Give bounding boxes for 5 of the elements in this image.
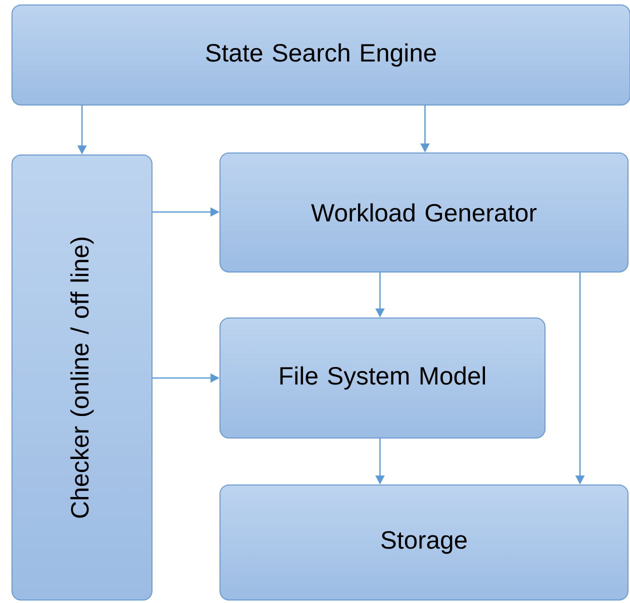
process-box: Workload Generator [220, 152, 628, 272]
process-box: File System Model [220, 318, 546, 438]
title-box: State Search Engine [12, 4, 630, 106]
checker-box: Checker (online / off line) [12, 154, 152, 600]
process-box: Storage [220, 484, 628, 600]
